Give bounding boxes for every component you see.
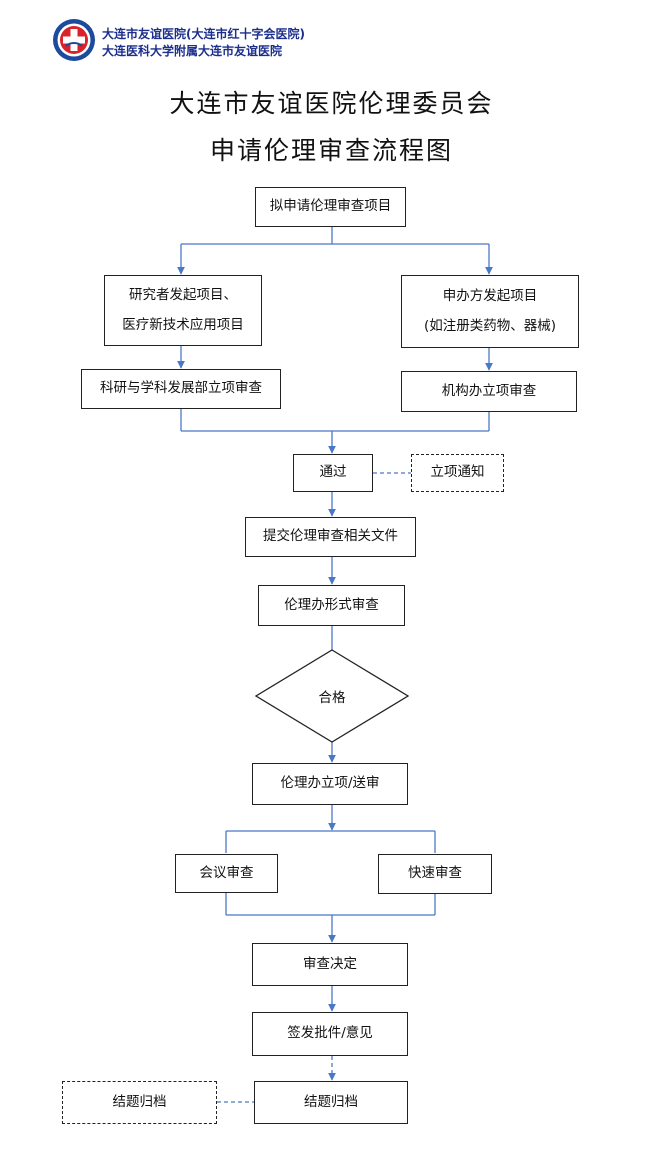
right-review-box: 机构办立项审查 bbox=[401, 371, 577, 412]
start-label: 拟申请伦理审查项目 bbox=[269, 198, 392, 215]
submit-box: 提交伦理审查相关文件 bbox=[245, 517, 416, 557]
expedited-review-label: 快速审查 bbox=[408, 865, 462, 882]
left-review-box: 科研与学科发展部立项审查 bbox=[81, 369, 281, 409]
close-box: 结题归档 bbox=[254, 1081, 408, 1124]
left-branch-box: 研究者发起项目、 医疗新技术应用项目 bbox=[104, 275, 262, 346]
right-branch-box: 申办方发起项目 (如注册类药物、器械) bbox=[401, 275, 579, 348]
left-review-label: 科研与学科发展部立项审查 bbox=[100, 380, 262, 397]
notice-box: 立项通知 bbox=[411, 454, 504, 492]
hospital-name-line2: 大连医科大学附属大连市友谊医院 bbox=[102, 44, 283, 58]
pass-label: 通过 bbox=[319, 464, 347, 481]
qualified-label: 合格 bbox=[318, 690, 346, 706]
qualified-diamond bbox=[254, 649, 410, 743]
right-branch-line2: (如注册类药物、器械) bbox=[423, 317, 557, 334]
meeting-review-label: 会议审查 bbox=[199, 864, 254, 881]
hospital-header: 大连市友谊医院(大连市红十字会医院) 大连医科大学附属大连市友谊医院 bbox=[52, 16, 372, 64]
formal-review-box: 伦理办形式审查 bbox=[258, 585, 405, 626]
close-archive-box: 结题归档 bbox=[62, 1081, 217, 1124]
right-branch-line1: 申办方发起项目 bbox=[442, 287, 538, 304]
hospital-logo-icon bbox=[52, 18, 96, 62]
left-branch-line1: 研究者发起项目、 bbox=[129, 286, 237, 303]
sign-box: 签发批件/意见 bbox=[252, 1012, 408, 1056]
pass-box: 通过 bbox=[293, 454, 373, 492]
page-title-line2: 申请伦理审查流程图 bbox=[209, 136, 453, 165]
meeting-review-box: 会议审查 bbox=[175, 854, 278, 893]
expedited-review-box: 快速审查 bbox=[378, 854, 492, 894]
decision-box: 审查决定 bbox=[252, 943, 408, 986]
close-label: 结题归档 bbox=[304, 1093, 358, 1110]
page-title-line1: 大连市友谊医院伦理委员会 bbox=[169, 89, 494, 118]
submit-label: 提交伦理审查相关文件 bbox=[263, 528, 398, 545]
start-box: 拟申请伦理审查项目 bbox=[255, 187, 406, 227]
formal-review-label: 伦理办形式审查 bbox=[284, 596, 379, 613]
left-branch-line2: 医疗新技术应用项目 bbox=[122, 316, 244, 333]
close-archive-label: 结题归档 bbox=[112, 1093, 167, 1110]
decision-label: 审查决定 bbox=[303, 955, 357, 972]
sign-label: 签发批件/意见 bbox=[287, 1025, 373, 1042]
notice-label: 立项通知 bbox=[430, 464, 485, 481]
register-label: 伦理办立项/送审 bbox=[280, 775, 380, 792]
right-review-label: 机构办立项审查 bbox=[441, 382, 537, 399]
hospital-name-line1: 大连市友谊医院(大连市红十字会医院) bbox=[102, 27, 305, 41]
register-box: 伦理办立项/送审 bbox=[252, 763, 408, 805]
